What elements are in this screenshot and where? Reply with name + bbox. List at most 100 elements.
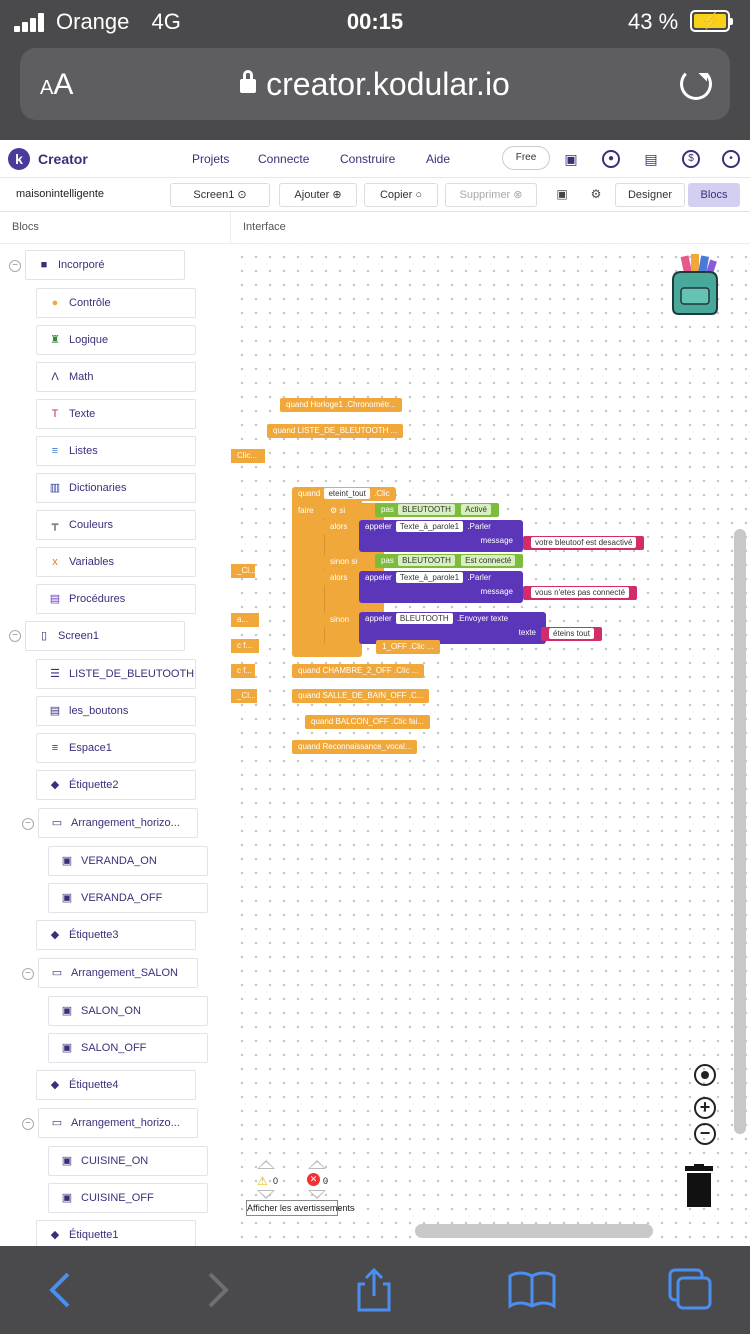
zoom-out-icon[interactable]: − bbox=[694, 1123, 716, 1145]
zoom-in-icon[interactable]: + bbox=[694, 1097, 716, 1119]
delete-button[interactable]: Supprimer ⊗ bbox=[445, 183, 537, 207]
workspace-title: Interface bbox=[243, 221, 286, 233]
tree-builtin[interactable]: ■ Incorporé bbox=[25, 250, 185, 280]
call-send-text-block[interactable]: appeler BLEUTOOTH .Envoyer texte texte bbox=[359, 612, 546, 644]
collapsed-block[interactable]: quand SALLE_DE_BAIN_OFF .C... bbox=[292, 689, 430, 703]
url-text[interactable]: creator.kodular.io bbox=[266, 66, 510, 102]
next-error-icon[interactable] bbox=[308, 1190, 326, 1199]
collapsed-block[interactable]: c f... bbox=[231, 664, 255, 678]
recenter-icon[interactable] bbox=[694, 1064, 716, 1086]
blocks-workspace[interactable]: quand Horloge1 .Chronométr... quand LIST… bbox=[231, 244, 750, 1246]
collapse-toggle[interactable]: − bbox=[9, 630, 21, 642]
not-block[interactable]: pas BLEUTOOTH Activé bbox=[375, 503, 499, 517]
collapsed-block[interactable]: c f... bbox=[231, 639, 259, 653]
tree-item-component[interactable]: ▣CUISINE_OFF bbox=[48, 1183, 208, 1213]
call-speak-block[interactable]: appeler Texte_à_parole1 .Parler message bbox=[359, 520, 523, 552]
text-string-block[interactable]: éteins tout bbox=[541, 627, 602, 641]
forward-icon[interactable] bbox=[194, 1268, 242, 1312]
show-warnings-button[interactable]: Afficher les avertissements bbox=[246, 1200, 354, 1216]
tabs-icon[interactable] bbox=[666, 1268, 714, 1312]
call-speak-block[interactable]: appeler Texte_à_parole1 .Parler message bbox=[359, 571, 523, 603]
tree-item-component[interactable]: ◆Étiquette1 bbox=[36, 1220, 196, 1246]
kodular-logo[interactable]: k bbox=[8, 148, 30, 170]
tree-item-procedures[interactable]: ▤Procédures bbox=[36, 584, 196, 614]
collapsed-block[interactable]: Clic... bbox=[231, 449, 265, 463]
designer-tab[interactable]: Designer bbox=[615, 183, 685, 207]
collapsed-block[interactable]: quand Reconnaissance_vocal... bbox=[292, 740, 418, 754]
nav-construire[interactable]: Construire bbox=[340, 152, 396, 166]
collapse-toggle[interactable]: − bbox=[22, 1118, 34, 1130]
image-icon[interactable]: ▣ bbox=[556, 187, 568, 201]
collapsed-block[interactable]: _Cl... bbox=[231, 564, 256, 578]
tree-item-component[interactable]: ▣SALON_OFF bbox=[48, 1033, 208, 1063]
collapse-toggle[interactable]: − bbox=[22, 818, 34, 830]
tree-item-component[interactable]: ▭Arrangement_horizo... bbox=[38, 1108, 198, 1138]
add-button[interactable]: Ajouter ⊕ bbox=[279, 183, 357, 207]
text-size-button[interactable]: AA bbox=[40, 68, 74, 101]
text-string-block[interactable]: vous n'etes pas connecté bbox=[523, 586, 638, 600]
library-icon[interactable]: ▤ bbox=[644, 151, 658, 167]
collapse-toggle[interactable]: − bbox=[9, 260, 21, 272]
collapsed-block[interactable]: quand BALCON_OFF .Clic fai... bbox=[305, 715, 430, 729]
gear-icon[interactable]: ⚙ bbox=[590, 187, 602, 201]
tree-item-colors[interactable]: ┳Couleurs bbox=[36, 510, 196, 540]
next-warning-icon[interactable] bbox=[257, 1190, 275, 1199]
tree-item-component[interactable]: ▣SALON_ON bbox=[48, 996, 208, 1026]
tree-item-logic[interactable]: ♜Logique bbox=[36, 325, 196, 355]
not-block[interactable]: pas BLEUTOOTH Est connecté bbox=[375, 554, 524, 568]
account-icon[interactable]: • bbox=[722, 150, 740, 168]
tree-item-component[interactable]: ◆Étiquette3 bbox=[36, 920, 196, 950]
tree-item-component[interactable]: ▣VERANDA_OFF bbox=[48, 883, 208, 913]
collapsed-block[interactable]: quand Horloge1 .Chronométr... bbox=[280, 398, 402, 412]
tree-item-component[interactable]: ▤les_boutons bbox=[36, 696, 196, 726]
tree-item-component[interactable]: ◆Étiquette2 bbox=[36, 770, 196, 800]
brand-name[interactable]: Creator bbox=[38, 151, 88, 167]
address-bar[interactable]: AA creator.kodular.io bbox=[20, 48, 730, 120]
tree-item-component[interactable]: ▭Arrangement_horizo... bbox=[38, 808, 198, 838]
horizontal-scrollbar[interactable] bbox=[415, 1224, 653, 1238]
blocks-tab[interactable]: Blocs bbox=[688, 183, 740, 207]
nav-projets[interactable]: Projets bbox=[192, 152, 230, 166]
nav-aide[interactable]: Aide bbox=[426, 152, 451, 166]
free-badge[interactable]: Free bbox=[502, 146, 550, 170]
collapsed-block[interactable]: a... bbox=[231, 613, 259, 627]
tree-item-component[interactable]: ◆Étiquette4 bbox=[36, 1070, 196, 1100]
bookmarks-icon[interactable] bbox=[508, 1268, 556, 1312]
event-block-header[interactable]: quand eteint_tout .Clic bbox=[292, 487, 396, 501]
prev-error-icon[interactable] bbox=[308, 1160, 326, 1169]
screen-select[interactable]: Screen1 ⊙ bbox=[170, 183, 270, 207]
nav-connecte[interactable]: Connecte bbox=[258, 152, 310, 166]
collapsed-block[interactable]: _Cl... bbox=[231, 689, 257, 703]
reload-icon[interactable] bbox=[680, 68, 712, 100]
gear-icon[interactable]: ⚙ bbox=[330, 506, 338, 515]
backpack-icon[interactable] bbox=[669, 254, 721, 316]
collapsed-block[interactable]: quand LISTE_DE_BLEUTOOTH ... bbox=[267, 424, 404, 438]
trash-icon[interactable] bbox=[683, 1164, 715, 1208]
collapse-toggle[interactable]: − bbox=[22, 968, 34, 980]
tree-item-component[interactable]: ≡Espace1 bbox=[36, 733, 196, 763]
palette-icon[interactable]: ● bbox=[602, 150, 620, 168]
text-string-block[interactable]: votre bleutoof est desactivé bbox=[523, 536, 645, 550]
copy-button[interactable]: Copier ○ bbox=[364, 183, 438, 207]
collapsed-block[interactable]: quand CHAMBRE_2_OFF .Clic ... bbox=[292, 664, 425, 678]
back-icon[interactable] bbox=[36, 1268, 84, 1312]
folder-icon[interactable]: ▣ bbox=[564, 151, 578, 167]
tree-item-component[interactable]: ☰LISTE_DE_BLEUTOOTH bbox=[36, 659, 196, 689]
tree-screen1[interactable]: ▯Screen1 bbox=[25, 621, 185, 651]
tree-item-component[interactable]: ▭Arrangement_SALON bbox=[38, 958, 198, 988]
share-icon[interactable] bbox=[350, 1268, 398, 1312]
tree-item-component[interactable]: ▣VERANDA_ON bbox=[48, 846, 208, 876]
tree-item-lists[interactable]: ≡Listes bbox=[36, 436, 196, 466]
prev-warning-icon[interactable] bbox=[257, 1160, 275, 1169]
error-count: 0 bbox=[323, 1176, 329, 1186]
tree-item-control[interactable]: ●Contrôle bbox=[36, 288, 196, 318]
vertical-scrollbar[interactable] bbox=[734, 529, 746, 1134]
collapsed-block[interactable]: 1_OFF .Clic ... bbox=[376, 640, 440, 654]
dollar-icon[interactable]: $ bbox=[682, 150, 700, 168]
tree-item-component[interactable]: ▣CUISINE_ON bbox=[48, 1146, 208, 1176]
tree-item-dictionaries[interactable]: ▥Dictionaries bbox=[36, 473, 196, 503]
